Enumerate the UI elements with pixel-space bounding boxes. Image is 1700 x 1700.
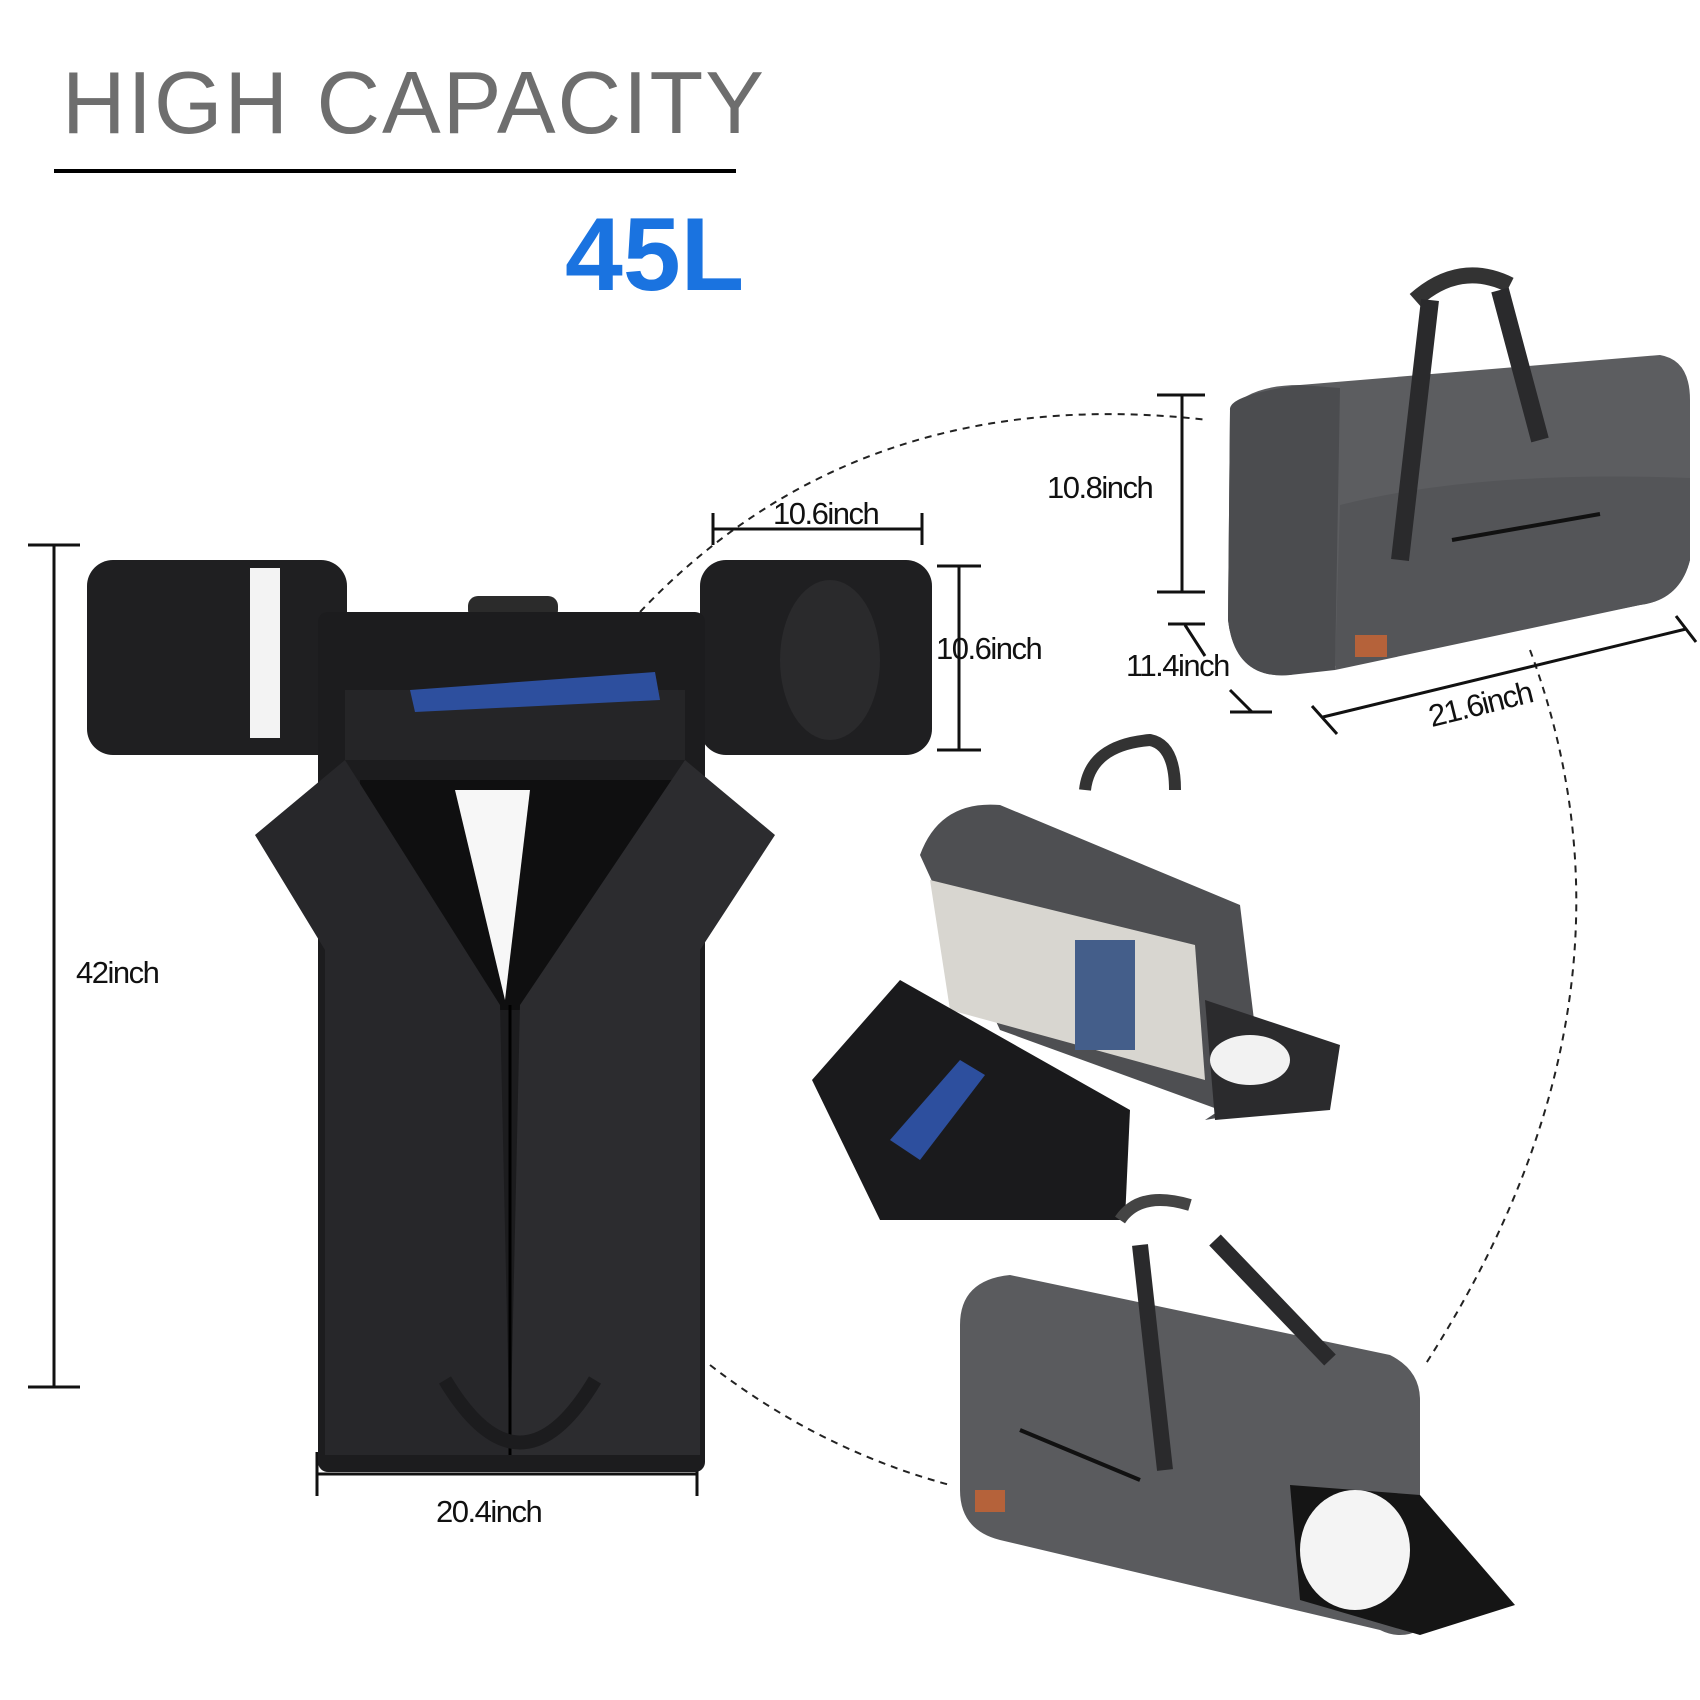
arc-bottom bbox=[709, 1364, 951, 1486]
dim-11-4 bbox=[1168, 622, 1272, 714]
dimension-lines bbox=[28, 393, 1698, 1496]
duffel-depth-label: 11.4inch bbox=[1126, 648, 1230, 683]
pocket-height-label: 10.6inch bbox=[936, 631, 1043, 666]
capacity-value: 45L bbox=[565, 197, 745, 313]
arc-top bbox=[639, 413, 1209, 613]
dim-42 bbox=[28, 543, 80, 1389]
connector-arcs bbox=[639, 413, 1578, 1486]
garment-bag bbox=[87, 560, 932, 1472]
arc-right bbox=[1424, 649, 1578, 1366]
bottom-handle bbox=[438, 1376, 602, 1450]
brand-tag bbox=[1355, 635, 1387, 657]
garment-width-label: 20.4inch bbox=[436, 1494, 543, 1529]
duffel-bag-side-view bbox=[960, 1194, 1515, 1635]
dim-10-6-side bbox=[937, 564, 981, 752]
dim-10-6-top bbox=[711, 513, 924, 545]
duffel-bag-open bbox=[812, 733, 1340, 1220]
duffel-height-label: 10.8inch bbox=[1047, 470, 1154, 505]
dim-21-6 bbox=[1310, 615, 1698, 735]
shirt bbox=[455, 790, 530, 1000]
pocket-width-label: 10.6inch bbox=[773, 496, 880, 531]
dim-10-8 bbox=[1157, 393, 1205, 594]
garment-height-label: 42inch bbox=[76, 955, 160, 990]
tie bbox=[410, 672, 660, 712]
duffel-handle bbox=[1409, 267, 1514, 307]
headline-title: HIGH CAPACITY bbox=[62, 53, 767, 152]
sneaker bbox=[1300, 1490, 1410, 1610]
headline-divider bbox=[54, 169, 736, 173]
left-flap-pocket bbox=[87, 560, 347, 755]
duffel-bag-closed bbox=[1228, 267, 1690, 676]
